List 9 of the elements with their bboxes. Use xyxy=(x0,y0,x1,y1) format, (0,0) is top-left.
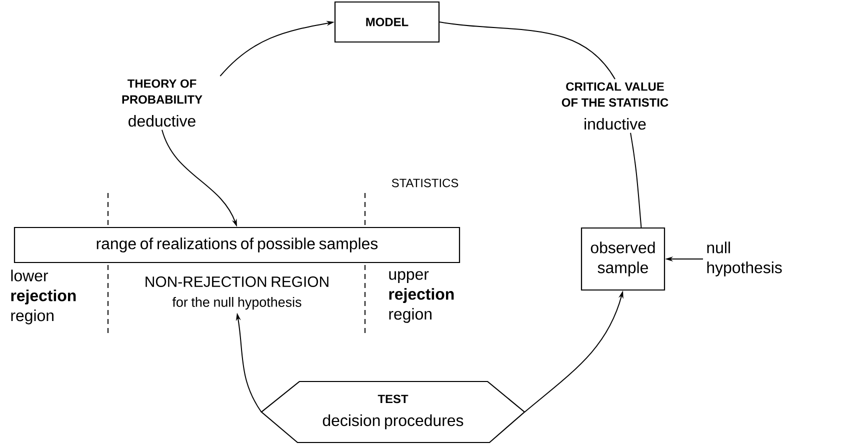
statistics-label: STATISTICS xyxy=(392,178,458,188)
hypothesis-text: null hypothesis xyxy=(707,242,782,276)
theory-text: THEORY OF PROBABILITY deductive xyxy=(122,79,202,127)
region-text: NON-REJECTION REGION for the null hypothesis xyxy=(146,276,328,310)
test-hexagon: TEST decision procedures xyxy=(260,380,526,444)
sample-box: observed sample xyxy=(580,227,666,291)
model-box: MODEL xyxy=(334,1,440,43)
critical-value-text: CRITICAL VALUE OF THE STATISTIC inductive xyxy=(562,82,668,130)
range-box: range of realizations of possible samples xyxy=(14,226,460,264)
